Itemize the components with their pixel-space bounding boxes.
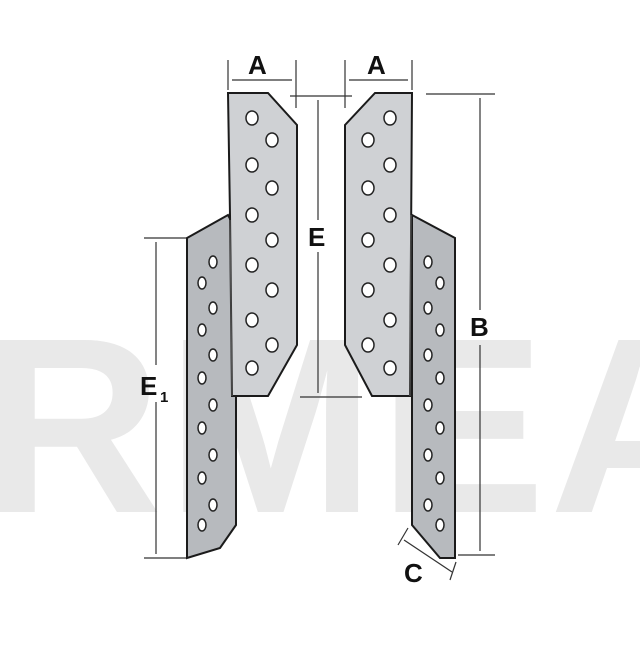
hole — [208, 498, 218, 512]
hole — [423, 255, 433, 269]
left-bracket-holes — [197, 110, 279, 532]
hole — [245, 157, 259, 173]
left-bracket-short-flange — [226, 92, 298, 397]
dimension-b: B — [426, 93, 495, 556]
hole — [423, 301, 433, 315]
dimension-e1: E 1 — [140, 237, 186, 559]
hole — [245, 360, 259, 376]
hole — [208, 398, 218, 412]
hole — [435, 518, 445, 532]
right-bracket-fold-line — [409, 214, 412, 397]
hole — [383, 257, 397, 273]
hole — [383, 360, 397, 376]
dimension-e: E — [290, 95, 362, 398]
hole — [265, 282, 279, 298]
hole — [208, 448, 218, 462]
hole — [197, 276, 207, 290]
hole — [423, 498, 433, 512]
hole — [208, 348, 218, 362]
label-a-right: A — [367, 50, 386, 80]
right-bracket — [344, 92, 456, 559]
hole — [361, 232, 375, 248]
hole — [383, 110, 397, 126]
label-e1-subscript: 1 — [160, 389, 168, 406]
hole — [208, 255, 218, 269]
hole — [245, 312, 259, 328]
hole — [361, 282, 375, 298]
hole — [361, 132, 375, 148]
label-e: E — [308, 222, 325, 252]
hole — [197, 371, 207, 385]
hole — [383, 312, 397, 328]
hole — [435, 276, 445, 290]
hole — [245, 257, 259, 273]
hole — [383, 157, 397, 173]
left-bracket — [186, 92, 298, 560]
hole — [265, 337, 279, 353]
hole — [245, 207, 259, 223]
hole — [435, 471, 445, 485]
label-e1: E — [140, 371, 157, 401]
right-bracket-holes — [361, 110, 445, 532]
right-bracket-short-flange — [344, 92, 414, 397]
hole — [423, 448, 433, 462]
hole — [383, 207, 397, 223]
hole — [245, 110, 259, 126]
hole — [361, 337, 375, 353]
hole — [197, 471, 207, 485]
left-bracket-fold-line — [229, 219, 233, 397]
hole — [265, 232, 279, 248]
dimension-a-left: A — [227, 50, 297, 108]
hole — [361, 180, 375, 196]
left-bracket-long-flange — [186, 213, 237, 560]
hole — [208, 301, 218, 315]
label-b: B — [470, 312, 489, 342]
hole — [435, 323, 445, 337]
hole — [265, 132, 279, 148]
hole — [423, 398, 433, 412]
dimension-a-right: A — [344, 50, 413, 108]
hole — [265, 180, 279, 196]
hole — [435, 421, 445, 435]
hole — [435, 371, 445, 385]
label-c: C — [404, 558, 423, 588]
hole — [197, 323, 207, 337]
label-a-left: A — [248, 50, 267, 80]
dimension-c: C — [397, 527, 457, 588]
hole — [197, 421, 207, 435]
hole — [423, 348, 433, 362]
right-bracket-long-flange — [411, 213, 456, 559]
hole — [197, 518, 207, 532]
